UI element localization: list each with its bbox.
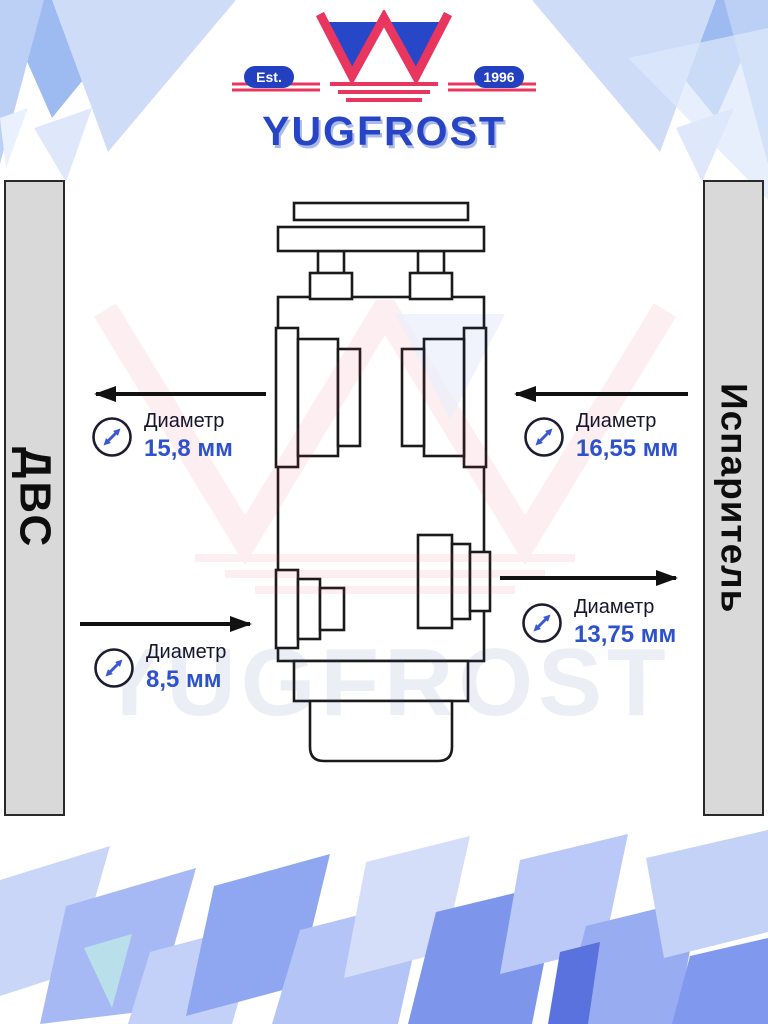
callout-text: Диаметр 13,75 мм [574,596,676,648]
diameter-label: Диаметр [144,410,225,432]
left-bar-dvs: ДВС [4,180,65,816]
diameter-label: Диаметр [146,641,227,663]
left-bar-label: ДВС [10,446,60,550]
callout-lower-right: Диаметр 13,75 мм [520,596,676,648]
diameter-value: 16,55 мм [576,435,679,462]
diameter-value: 13,75 мм [574,621,677,648]
diameter-label: Диаметр [574,596,655,618]
right-bar-label: Испаритель [713,382,755,614]
year-label: 1996 [483,69,514,85]
callout-lower-left: Диаметр 8,5 мм [92,641,226,693]
diameter-icon [92,417,132,457]
diameter-label: Диаметр [576,410,657,432]
diameter-value: 8,5 мм [146,666,222,693]
callout-upper-left: Диаметр 15,8 мм [90,410,233,462]
expansion-valve-drawing [274,201,492,763]
brand-title: YUGFROST [262,108,506,154]
diameter-icon [94,648,134,688]
diameter-value: 15,8 мм [144,435,233,462]
brand-logo: Est. 1996 YUGFROST [224,10,544,155]
callout-text: Диаметр 15,8 мм [144,410,233,462]
brand-emblem-icon: Est. 1996 [232,10,536,102]
callout-text: Диаметр 8,5 мм [146,641,226,693]
callout-upper-right: Диаметр 16,55 мм [522,410,678,462]
est-label: Est. [256,69,282,85]
diameter-icon [524,417,564,457]
right-bar-evaporator: Испаритель [703,180,764,816]
diameter-icon [522,603,562,643]
callout-text: Диаметр 16,55 мм [576,410,678,462]
